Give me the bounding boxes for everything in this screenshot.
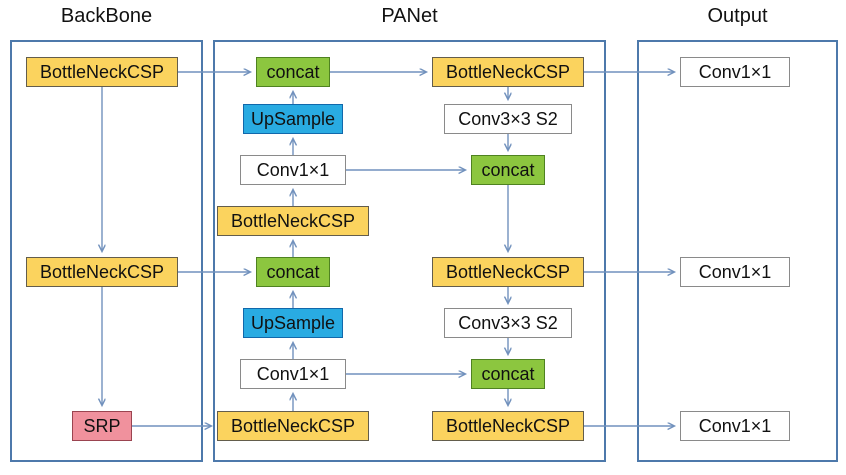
node-conv3x3s2-2: Conv3×3 S2 (444, 308, 572, 338)
node-conv3x3s2-1: Conv3×3 S2 (444, 104, 572, 134)
node-concat-left-2: concat (256, 257, 330, 287)
backbone-title: BackBone (60, 5, 153, 27)
node-conv1x1-panet-2: Conv1×1 (240, 359, 346, 389)
node-bottleneckcsp-panet-r1: BottleNeckCSP (432, 57, 584, 87)
node-conv1x1-output-3: Conv1×1 (680, 411, 790, 441)
panet-container (213, 40, 606, 462)
node-srp: SRP (72, 411, 132, 441)
node-conv1x1-output-2: Conv1×1 (680, 257, 790, 287)
node-bottleneckcsp-panet-bottom: BottleNeckCSP (217, 411, 369, 441)
node-bottleneckcsp-backbone-2: BottleNeckCSP (26, 257, 178, 287)
node-conv1x1-output-1: Conv1×1 (680, 57, 790, 87)
node-bottleneckcsp-panet-r3: BottleNeckCSP (432, 411, 584, 441)
node-bottleneckcsp-panet-r2: BottleNeckCSP (432, 257, 584, 287)
backbone-container (10, 40, 203, 462)
node-upsample-1: UpSample (243, 104, 343, 134)
panet-title: PANet (381, 5, 438, 27)
node-bottleneckcsp-panet-mid: BottleNeckCSP (217, 206, 369, 236)
node-upsample-2: UpSample (243, 308, 343, 338)
output-container (637, 40, 838, 462)
node-concat-left-1: concat (256, 57, 330, 87)
node-concat-right-1: concat (471, 155, 545, 185)
output-title: Output (707, 5, 768, 27)
node-conv1x1-panet-1: Conv1×1 (240, 155, 346, 185)
node-bottleneckcsp-backbone-1: BottleNeckCSP (26, 57, 178, 87)
node-concat-right-2: concat (471, 359, 545, 389)
